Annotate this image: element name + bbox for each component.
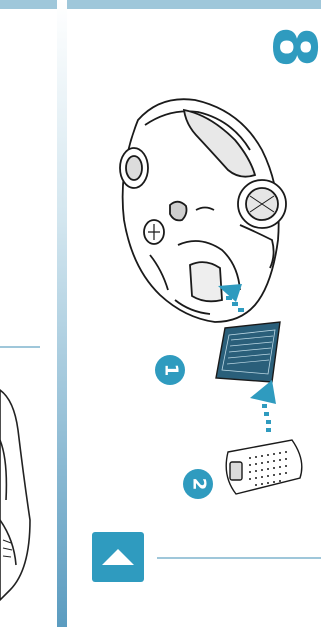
callout-1: 1 (155, 355, 185, 385)
blue-filter (216, 322, 280, 382)
dotted-arrow-lower (250, 380, 276, 432)
callout-2-label: 2 (183, 478, 213, 491)
bottom-divider-rule (157, 557, 321, 559)
previous-page-button[interactable] (92, 532, 144, 582)
vacuum-body (120, 99, 286, 322)
white-filter-frame (226, 440, 302, 494)
triangle-up-icon (92, 532, 144, 582)
callout-2: 2 (183, 469, 213, 499)
step-number: 8 (269, 21, 319, 73)
previous-step-partial-illustration (0, 390, 30, 600)
callout-1-label: 1 (155, 364, 185, 377)
